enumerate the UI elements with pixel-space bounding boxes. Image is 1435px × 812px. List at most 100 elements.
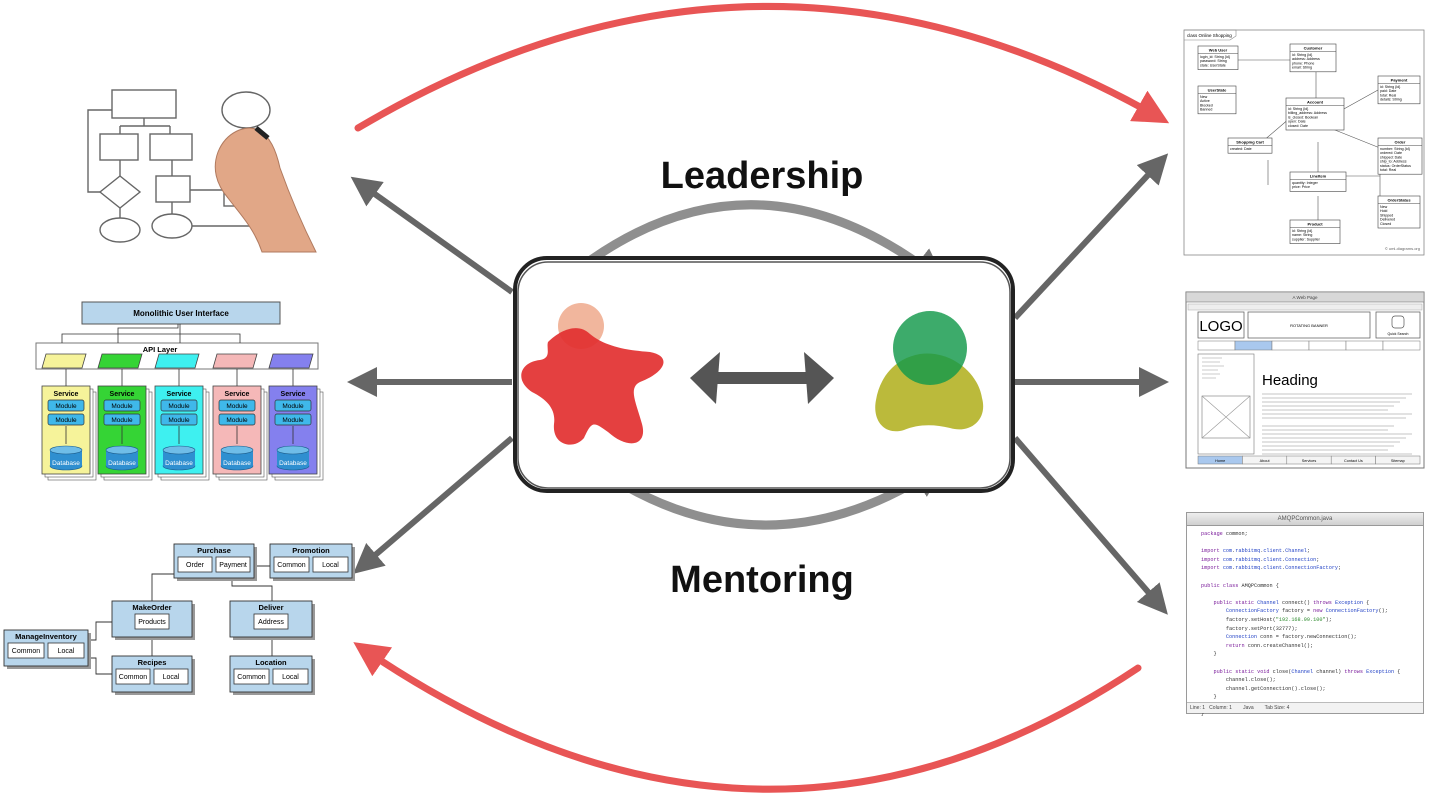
- svg-text:total: Real: total: Real: [1380, 168, 1396, 172]
- wireframe-footer-item: Home: [1215, 459, 1225, 463]
- code-line: channel.close();: [1225, 677, 1276, 684]
- svg-text:login_id: String {id}: login_id: String {id}: [1200, 55, 1231, 59]
- uml-class: Web User login_id: String {id}password: S…: [1197, 45, 1239, 70]
- svg-text:ManageInventory: ManageInventory: [15, 632, 78, 641]
- module-label: Module: [55, 403, 77, 410]
- code-line: package common;: [1201, 531, 1248, 537]
- inner-upper-arc-arrow: [583, 200, 947, 285]
- svg-text:Web User: Web User: [1209, 48, 1228, 53]
- svg-text:Local: Local: [322, 562, 339, 569]
- svg-text:Blocked: Blocked: [1200, 103, 1213, 107]
- svg-text:id: String {id}: id: String {id}: [1292, 53, 1313, 57]
- module-label: Module: [55, 417, 77, 424]
- module-label: Module: [168, 417, 190, 424]
- svg-text:closed: Date: closed: Date: [1288, 124, 1308, 128]
- module-label: Module: [282, 417, 304, 424]
- svg-text:is_closed: Boolean: is_closed: Boolean: [1288, 115, 1318, 119]
- svg-text:New: New: [1380, 205, 1388, 209]
- wireframe-nav-item: [1271, 340, 1310, 351]
- svg-text:Deliver: Deliver: [258, 603, 283, 612]
- svg-text:LineItem: LineItem: [1310, 174, 1327, 179]
- code-editor-window: AMQPCommon.java package common; import c…: [1186, 512, 1424, 717]
- database-label: Database: [108, 460, 136, 467]
- svg-text:state: UserState: state: UserState: [1200, 63, 1226, 67]
- svg-text:Payment: Payment: [1391, 78, 1408, 83]
- svg-text:Promotion: Promotion: [292, 546, 330, 555]
- svg-text:status: OrderStatus: status: OrderStatus: [1380, 164, 1411, 168]
- svg-text:New: New: [1200, 95, 1208, 99]
- spoke-arrow-top-right: [1012, 153, 1169, 321]
- svg-text:Closed: Closed: [1380, 222, 1391, 226]
- svg-text:Common: Common: [119, 674, 148, 681]
- wireframe-heading: Heading: [1262, 372, 1318, 389]
- svg-text:price: Price: price: Price: [1292, 185, 1310, 189]
- wireframe-footer-item: Sitemap: [1391, 459, 1405, 463]
- svg-text:UserState: UserState: [1208, 88, 1227, 93]
- svg-text:MakeOrder: MakeOrder: [132, 603, 171, 612]
- service-label: Service: [110, 391, 135, 398]
- code-line: }: [1213, 694, 1217, 701]
- svg-text:id: String {id}: id: String {id}: [1288, 107, 1309, 111]
- svg-text:Purchase: Purchase: [197, 546, 231, 555]
- svg-text:Location: Location: [255, 658, 287, 667]
- code-line: import com.rabbitmq.client.Channel;: [1201, 548, 1311, 555]
- svg-text:number: String {id}: number: String {id}: [1380, 147, 1411, 151]
- spoke-arrow-bottom-left: [353, 435, 514, 574]
- spoke-arrow-top-left: [350, 176, 514, 295]
- svg-text:Shipped: Shipped: [1380, 213, 1393, 217]
- svg-text:email: String: email: String: [1292, 66, 1312, 70]
- database-label: Database: [165, 460, 193, 467]
- svg-text:Account: Account: [1307, 100, 1324, 105]
- mentoring-label: Mentoring: [670, 559, 854, 601]
- module-label: Module: [168, 403, 190, 410]
- service-label: Service: [225, 391, 250, 398]
- code-line: factory.setPort(32777);: [1225, 625, 1298, 632]
- code-editor-title: AMQPCommon.java: [1187, 513, 1423, 526]
- wireframe-nav-item: [1197, 340, 1236, 351]
- wireframe-footer-item: Services: [1302, 459, 1317, 463]
- code-line: public static Channel connect() throws E…: [1213, 599, 1370, 606]
- svg-text:created: Date: created: Date: [1230, 147, 1252, 151]
- wireframe-nav-item: [1308, 340, 1347, 351]
- wireframe-nav: [1197, 340, 1421, 351]
- code-editor-status-bar: Line: 1 Column: 1 Java Tab Size: 4: [1187, 702, 1423, 713]
- code-line: [1201, 539, 1419, 548]
- svg-text:password: String: password: String: [1200, 59, 1227, 63]
- spoke-arrow-bottom-right: [1012, 436, 1168, 615]
- code-line: [1201, 590, 1419, 599]
- svg-text:Product: Product: [1307, 222, 1323, 227]
- svg-text:Local: Local: [58, 648, 75, 655]
- mentoring-arc-arrow: [353, 642, 1142, 793]
- code-line: import com.rabbitmq.client.Connection;: [1201, 556, 1320, 563]
- svg-text:paid: Date: paid: Date: [1380, 89, 1396, 93]
- svg-text:Customer: Customer: [1304, 46, 1323, 51]
- svg-text:quantity: Integer: quantity: Integer: [1292, 181, 1319, 185]
- double-arrow: [690, 352, 834, 404]
- class-frame-title: class Online Shopping: [1187, 33, 1232, 38]
- svg-text:address: Address: address: Address: [1292, 57, 1320, 61]
- code-line: public static void close(Channel channel…: [1213, 668, 1401, 675]
- svg-text:Local: Local: [163, 674, 180, 681]
- wireframe-window-title: A Web Page: [1293, 295, 1318, 300]
- svg-text:phone: Phone: phone: Phone: [1292, 61, 1314, 65]
- database-label: Database: [223, 460, 251, 467]
- service-label: Service: [167, 391, 192, 398]
- code-line: [1201, 659, 1419, 668]
- code-line: public class AMQPCommon {: [1201, 582, 1279, 589]
- wireframe-nav-item: [1382, 340, 1421, 351]
- code-line: ConnectionFactory factory = new Connecti…: [1225, 608, 1388, 615]
- code-line: Connection conn = factory.newConnection(…: [1225, 634, 1357, 641]
- svg-text:open: Date: open: Date: [1288, 120, 1306, 124]
